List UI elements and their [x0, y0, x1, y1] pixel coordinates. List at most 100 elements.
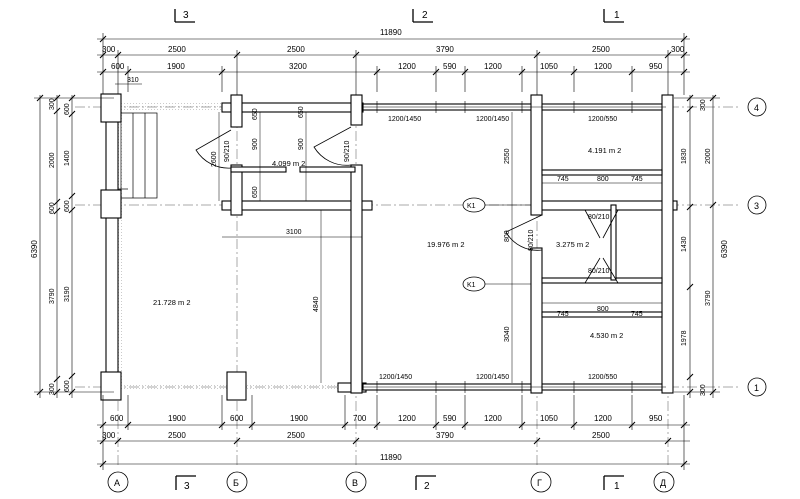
svg-text:Д: Д [660, 478, 666, 488]
svg-text:650: 650 [252, 186, 259, 198]
svg-text:1200/550: 1200/550 [588, 374, 617, 381]
svg-text:2500: 2500 [168, 45, 186, 54]
svg-text:3: 3 [184, 481, 190, 492]
svg-text:3100: 3100 [286, 229, 302, 236]
svg-text:650: 650 [252, 108, 259, 120]
svg-text:1200/1450: 1200/1450 [379, 374, 412, 381]
door-swings [195, 126, 619, 284]
svg-text:2000: 2000 [49, 152, 56, 168]
svg-text:1200/1450: 1200/1450 [476, 116, 509, 123]
svg-text:1200: 1200 [398, 62, 416, 71]
svg-text:90/210: 90/210 [344, 140, 351, 162]
svg-text:1: 1 [614, 10, 620, 21]
svg-text:600: 600 [49, 202, 56, 214]
k1-marker-lower: K1 [462, 276, 531, 292]
door-labels: 90/210 90/210 80/210 80/210 80/210 [224, 140, 610, 275]
section-mark-1-top: 1 [603, 9, 624, 23]
svg-text:900: 900 [252, 138, 259, 150]
svg-text:3790: 3790 [705, 290, 712, 306]
svg-text:4.099 m 2: 4.099 m 2 [272, 159, 305, 168]
svg-text:300: 300 [700, 99, 707, 111]
svg-text:4840: 4840 [313, 296, 320, 312]
svg-text:1200: 1200 [398, 414, 416, 423]
svg-text:600: 600 [64, 380, 71, 392]
bottom-dimension-texts: 600 1900 600 1900 700 1200 590 1200 1050… [102, 414, 663, 462]
svg-text:590: 590 [443, 62, 457, 71]
axis-marker-d: Д [653, 471, 675, 493]
svg-text:300: 300 [49, 383, 56, 395]
walls [100, 93, 678, 401]
svg-text:3: 3 [183, 10, 189, 21]
section-mark-3-bottom: 3 [175, 475, 196, 492]
svg-text:1200: 1200 [594, 414, 612, 423]
svg-text:19.976 m 2: 19.976 m 2 [427, 240, 465, 249]
svg-text:Г: Г [537, 478, 542, 488]
window-marks [363, 101, 666, 393]
left-dimensions [34, 94, 114, 398]
top-dimension-texts: 11890 300 2500 2500 3790 2500 300 600 19… [102, 28, 685, 84]
svg-text:800: 800 [597, 306, 609, 313]
svg-text:2: 2 [424, 481, 430, 492]
axis-marker-v: В [345, 471, 367, 493]
svg-text:11890: 11890 [380, 28, 402, 37]
axis-marker-a: А [107, 471, 129, 493]
svg-text:1900: 1900 [290, 414, 308, 423]
svg-text:3190: 3190 [64, 286, 71, 302]
svg-text:950: 950 [649, 414, 663, 423]
svg-text:1200/1450: 1200/1450 [476, 374, 509, 381]
svg-text:600: 600 [111, 62, 125, 71]
svg-text:650: 650 [298, 106, 305, 118]
svg-text:6390: 6390 [720, 240, 729, 258]
svg-text:2550: 2550 [504, 148, 511, 164]
svg-text:4: 4 [754, 103, 759, 113]
svg-text:745: 745 [557, 176, 569, 183]
svg-text:1830: 1830 [681, 148, 688, 164]
svg-text:1050: 1050 [540, 62, 558, 71]
svg-text:K1: K1 [467, 282, 476, 289]
svg-text:80/210: 80/210 [588, 268, 610, 275]
svg-text:745: 745 [631, 311, 643, 318]
top-dimensions [97, 33, 690, 95]
svg-text:4.191 m 2: 4.191 m 2 [588, 146, 621, 155]
room-areas: 4.099 m 2 4.191 m 2 19.976 m 2 3.275 m 2… [153, 146, 623, 340]
terrace-area [114, 103, 356, 391]
svg-text:800: 800 [597, 176, 609, 183]
svg-text:80/210: 80/210 [588, 214, 610, 221]
svg-text:300: 300 [700, 384, 707, 396]
svg-text:3040: 3040 [504, 326, 511, 342]
right-dimensions [674, 94, 720, 398]
svg-text:1050: 1050 [540, 414, 558, 423]
svg-text:1200/550: 1200/550 [588, 116, 617, 123]
svg-text:300: 300 [49, 98, 56, 110]
svg-text:2500: 2500 [287, 431, 305, 440]
axis-marker-4: 4 [747, 97, 767, 117]
svg-text:K1: K1 [467, 203, 476, 210]
svg-text:1200: 1200 [484, 62, 502, 71]
section-mark-3-top: 3 [174, 9, 195, 23]
svg-text:300: 300 [102, 431, 116, 440]
svg-text:11890: 11890 [380, 453, 402, 462]
svg-text:1200: 1200 [594, 62, 612, 71]
svg-text:300: 300 [671, 45, 685, 54]
axis-marker-1: 1 [747, 377, 767, 397]
svg-text:950: 950 [649, 62, 663, 71]
svg-text:2600: 2600 [211, 151, 218, 167]
section-mark-1-bottom: 1 [603, 475, 624, 492]
svg-text:1900: 1900 [168, 414, 186, 423]
svg-text:1400: 1400 [64, 150, 71, 166]
svg-text:А: А [114, 478, 120, 488]
svg-text:3.275 m 2: 3.275 m 2 [556, 240, 589, 249]
window-labels: 1200/1450 1200/1450 1200/550 1200/1450 1… [379, 116, 617, 381]
section-mark-2-top: 2 [412, 9, 433, 23]
svg-text:1200: 1200 [484, 414, 502, 423]
svg-text:700: 700 [353, 414, 367, 423]
svg-text:745: 745 [631, 176, 643, 183]
svg-text:600: 600 [64, 200, 71, 212]
axis-marker-g: Г [530, 471, 552, 493]
svg-text:745: 745 [557, 311, 569, 318]
svg-text:Б: Б [233, 478, 239, 488]
axis-marker-3: 3 [747, 195, 767, 215]
svg-text:300: 300 [102, 45, 116, 54]
k1-marker-upper: K1 [462, 197, 531, 213]
svg-text:2000: 2000 [705, 148, 712, 164]
